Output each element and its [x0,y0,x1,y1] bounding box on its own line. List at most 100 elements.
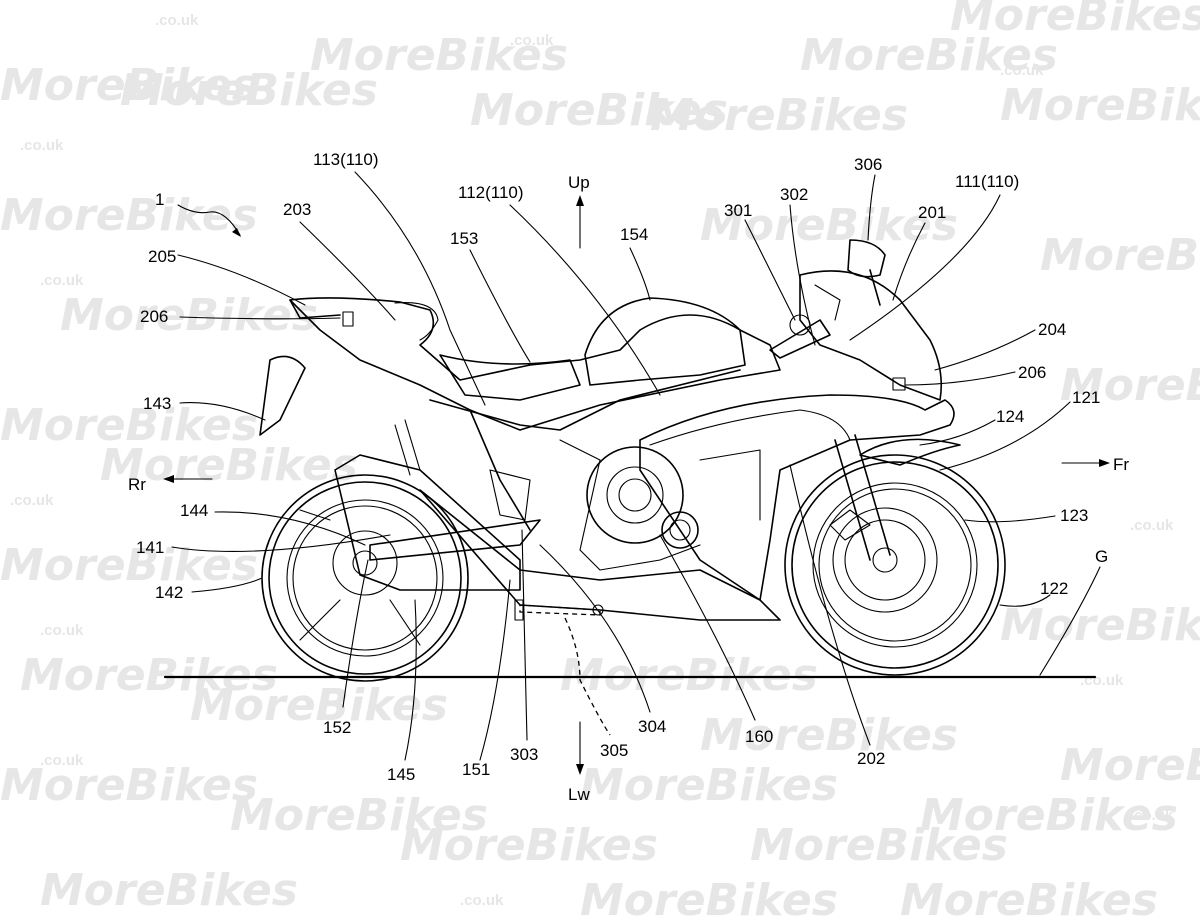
leader-303 [521,529,528,741]
svg-text:MoreBikes: MoreBikes [580,875,838,921]
brake-caliper [829,509,871,541]
svg-text:MoreBikes: MoreBikes [1000,80,1200,131]
direction-label-down: Lw [568,785,590,804]
turn-signal-rear [342,311,354,327]
label-112: 112(110) [458,183,524,202]
leader-160 [659,534,756,721]
label-205: 205 [148,247,176,266]
leader-121 [939,401,1071,471]
leader-142 [191,577,263,593]
tail-hump [394,302,439,341]
watermark: MoreBikes [920,790,1178,841]
watermark: MoreBikes [1060,360,1200,411]
svg-text:Lw: Lw [568,785,590,804]
watermark: MoreBikes [560,650,818,701]
front-wheel [784,454,1006,676]
watermark: MoreBikes [0,190,258,241]
leader-122 [999,594,1051,607]
shift-link [514,599,611,736]
leader-154 [629,247,651,301]
watermark-domain: .co.uk [155,12,199,29]
svg-text:MoreBikes: MoreBikes [650,90,908,141]
motorcycle-body [259,239,955,621]
watermark: MoreBikes [190,680,448,731]
label-122: 122 [1040,579,1068,598]
leader-1 [177,204,241,236]
leader-123 [964,515,1056,523]
label-154: 154 [620,225,648,244]
svg-text:MoreBikes: MoreBikes [470,85,728,136]
label-144: 144 [180,501,208,520]
front-fairing [639,394,955,601]
mirror [847,239,886,306]
label-151: 151 [462,760,490,779]
leader-145 [404,599,417,761]
svg-text:.co.uk: .co.uk [40,752,84,769]
watermark: MoreBikes [0,400,258,451]
watermark-domain: .co.uk [510,32,554,49]
label-302: 302 [780,185,808,204]
watermark: MoreBikes [60,290,318,341]
svg-text:.co.uk: .co.uk [1130,807,1174,824]
heel-guard [489,469,531,521]
leader-143 [179,402,266,421]
svg-text:.co.uk: .co.uk [40,272,84,289]
svg-text:MoreBikes: MoreBikes [950,0,1200,41]
watermark: MoreBikes [750,820,1008,871]
frame [429,369,741,531]
crankcase [559,439,701,571]
label-206-front: 206 [1018,363,1046,382]
label-142: 142 [155,583,183,602]
svg-text:MoreBikes: MoreBikes [750,820,1008,871]
watermark: MoreBikes [400,820,658,871]
svg-text:MoreBikes: MoreBikes [60,290,318,341]
fuel-tank [584,297,746,386]
label-143: 143 [143,394,171,413]
label-121: 121 [1072,388,1100,407]
watermark-domain: .co.uk [460,892,504,909]
rear-shock [394,419,421,476]
label-152: 152 [323,718,351,737]
upper-cowl [799,270,943,401]
svg-text:.co.uk: .co.uk [10,492,54,509]
direction-arrows [163,195,1110,775]
label-113: 113(110) [313,150,379,169]
label-141: 141 [136,538,164,557]
svg-text:MoreBikes: MoreBikes [1060,740,1200,791]
watermark: MoreBikes [310,30,568,81]
watermark: MoreBikes [20,650,278,701]
svg-text:.co.uk: .co.uk [155,12,199,29]
leader-304 [539,544,651,713]
leader-151 [479,579,511,761]
label-201: 201 [918,203,946,222]
svg-text:MoreBikes: MoreBikes [800,30,1058,81]
reference-labels: 1 113(110) 112(110) 111(110) 203 205 206… [136,150,1108,784]
watermark: MoreBikes [230,790,488,841]
watermark-domain: .co.uk [40,752,84,769]
leader-203 [299,221,396,321]
leader-206a [179,316,341,320]
svg-text:MoreBikes: MoreBikes [1060,360,1200,411]
watermark: MoreBikes [580,760,838,811]
watermark: MoreBikes [650,90,908,141]
label-305: 305 [600,741,628,760]
svg-text:MoreBikes: MoreBikes [560,650,818,701]
exhaust-pipe [419,489,781,621]
svg-text:MoreBikes: MoreBikes [700,710,958,761]
leader-lines [171,171,1101,761]
handlebar [769,319,831,359]
leader-113 [354,171,486,406]
label-111: 111(110) [955,172,1019,191]
svg-text:MoreBikes: MoreBikes [0,400,258,451]
leader-306 [867,174,876,241]
rear-brake-disc [332,530,398,596]
leader-202 [789,464,871,746]
svg-text:MoreBikes: MoreBikes [1040,230,1200,281]
watermark: MoreBikes [700,710,958,761]
label-303: 303 [510,745,538,764]
rear-wheel [261,474,469,682]
svg-text:MoreBikes: MoreBikes [230,790,488,841]
svg-text:MoreBikes: MoreBikes [900,875,1158,921]
label-206-rear: 206 [140,307,168,326]
svg-text:.co.uk: .co.uk [1000,62,1044,79]
